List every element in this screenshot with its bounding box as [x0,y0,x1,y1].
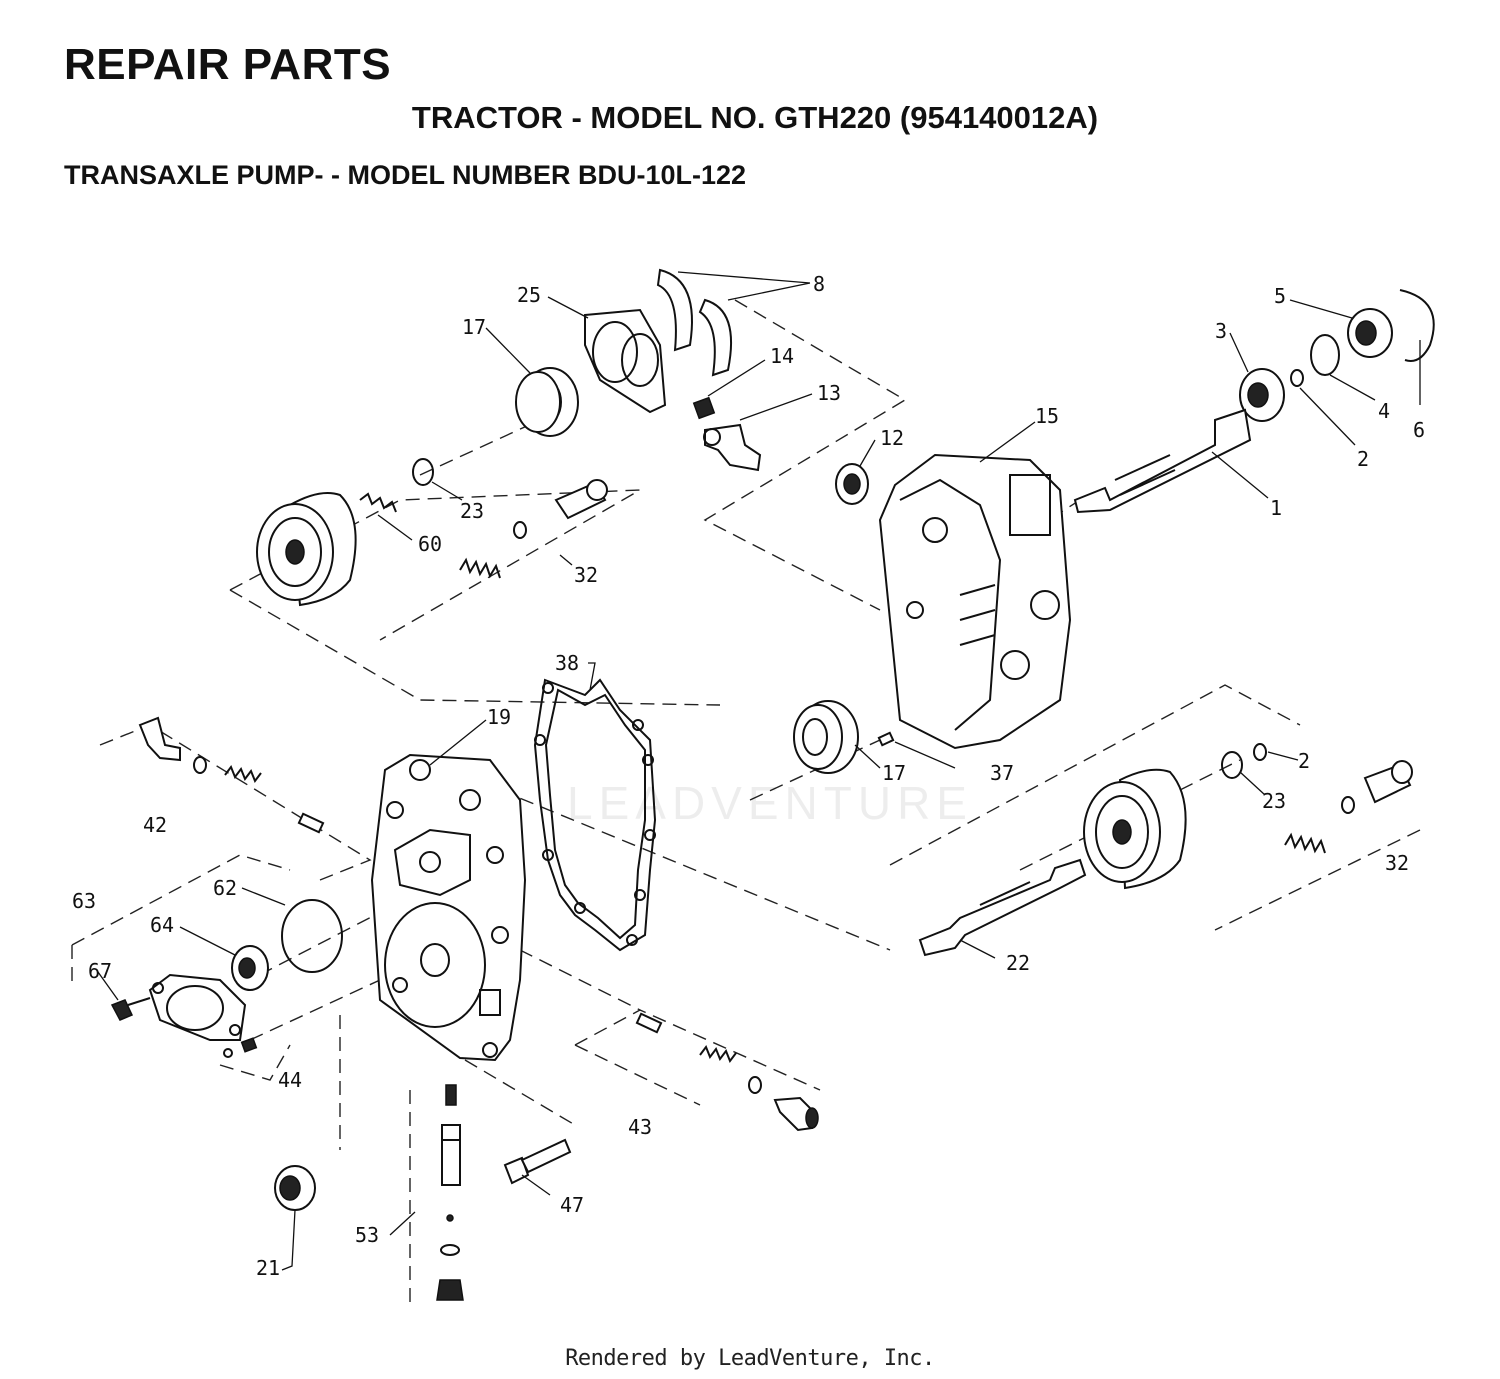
part-63-charge-pump-cover [148,973,247,1041]
part-64-charge-pump-gerotor [231,945,269,991]
part-22-pump-shaft [918,858,1087,957]
callout-6: 6 [1413,418,1425,442]
part-14-slider-block [692,396,716,420]
part-62-oring-large [281,899,343,973]
part-42-valve-assembly [138,716,325,834]
callout-3: 3 [1215,319,1227,343]
part-60-spring [359,492,397,513]
part-32-spring-and-sleeve-lower [1284,760,1413,854]
callout-42: 42 [143,813,167,837]
part-6-retaining-ring [1399,289,1435,362]
part-2-oring-lower [1253,743,1267,761]
callout-63: 63 [72,889,96,913]
part-1-input-shaft [1073,408,1252,514]
callout-38: 38 [555,651,579,675]
callout-2-lower: 2 [1298,749,1310,773]
callout-14: 14 [770,344,794,368]
part-37-dowel-pin [877,731,895,747]
callout-22: 22 [1006,951,1030,975]
callout-13: 13 [817,381,841,405]
watermark: LEADVENTURE [567,777,973,829]
section-heading: TRANSAXLE PUMP- - MODEL NUMBER BDU-10L-1… [64,160,747,190]
part-38-gasket [533,678,657,952]
callout-37: 37 [990,761,1014,785]
callout-67: 67 [88,959,112,983]
part-67-bolt [110,997,151,1021]
part-8-swashplate-bearing-shells [656,268,732,377]
part-3-bearing [1239,368,1285,422]
part-25-swashplate [584,308,667,414]
part-19-end-cap [370,753,527,1062]
part-17-bearing-lower [793,700,859,774]
part-15-pump-housing [878,453,1072,750]
callout-44: 44 [278,1068,302,1092]
callout-19: 19 [487,705,511,729]
part-44-relief-valve [223,1037,258,1058]
part-23-washer-upper [412,458,434,486]
part-2-oring-upper [1290,369,1304,387]
callout-25: 25 [517,283,541,307]
callout-23-upper: 23 [460,499,484,523]
part-13-trunnion-arm [703,423,762,472]
callout-53: 53 [355,1223,379,1247]
callout-labels: 8 25 17 14 13 5 3 4 6 2 15 12 1 23 60 32… [72,272,1425,1280]
callout-21: 21 [256,1256,280,1280]
callout-17-upper: 17 [462,315,486,339]
part-43-valve-assembly [635,1012,819,1132]
part-12-oil-seal [835,463,869,505]
part-53-bypass-valve [436,1084,464,1301]
callout-1: 1 [1270,496,1282,520]
cylinder-block-upper [256,492,357,607]
callout-43: 43 [628,1115,652,1139]
part-21-oil-seal [274,1165,316,1211]
callout-leader-lines [97,271,1421,1271]
callout-23-lower: 23 [1262,789,1286,813]
model-subtitle: TRACTOR - MODEL NO. GTH220 (954140012A) [411,100,1099,135]
part-47-bolt [503,1138,572,1185]
part-23-washer-lower [1221,751,1243,779]
callout-12: 12 [880,426,904,450]
callout-32-upper: 32 [574,563,598,587]
callout-47: 47 [560,1193,584,1217]
cylinder-block-lower [1083,768,1187,890]
callout-62: 62 [213,876,237,900]
callout-8: 8 [813,272,825,296]
part-32-spring-and-sleeve-upper [459,479,608,579]
callout-2-upper: 2 [1357,447,1369,471]
callout-64: 64 [150,913,174,937]
callout-4: 4 [1378,399,1390,423]
callout-60: 60 [418,532,442,556]
callout-17-lower: 17 [882,761,906,785]
callout-32-lower: 32 [1385,851,1409,875]
page-title: REPAIR PARTS [64,40,392,89]
callout-5: 5 [1274,284,1286,308]
part-4-washer [1310,334,1340,376]
callout-15: 15 [1035,404,1059,428]
footer-credit: Rendered by LeadVenture, Inc. [565,1346,935,1371]
part-17-bearing-upper [515,367,579,437]
part-5-bearing [1347,308,1393,358]
